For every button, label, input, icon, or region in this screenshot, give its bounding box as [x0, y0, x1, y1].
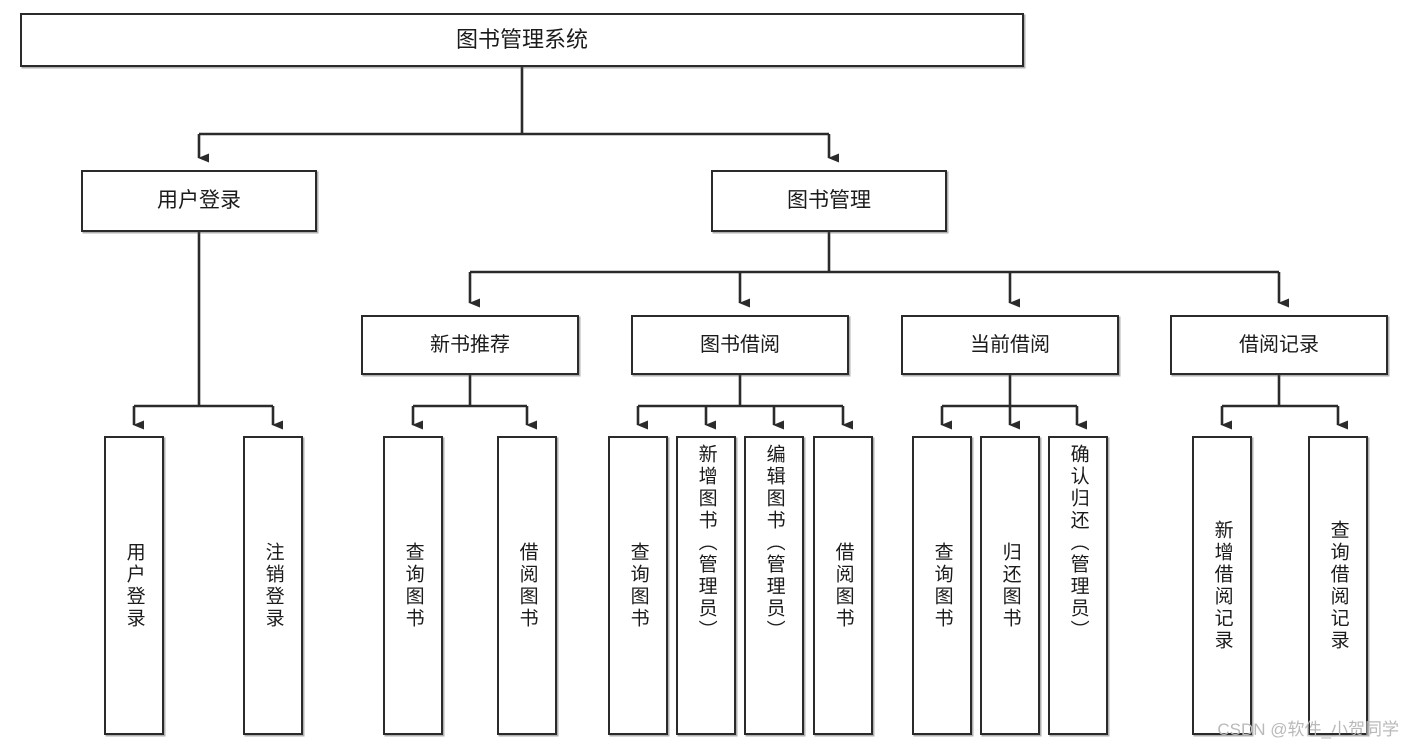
leaf-borrow-query-book-label: 查询图书 [627, 541, 649, 630]
leaf-borrow-edit-book-label: 编辑图书（管理员） [763, 444, 785, 642]
leaf-current-query-book-label: 查询图书 [931, 541, 953, 630]
leaf-recommend-query-book[interactable]: 查询图书 [383, 436, 443, 735]
leaf-recommend-borrow-book[interactable]: 借阅图书 [497, 436, 557, 735]
leaf-record-add-record[interactable]: 新增借阅记录 [1192, 436, 1252, 735]
leaf-borrow-add-book-label: 新增图书（管理员） [695, 444, 717, 642]
leaf-current-query-book[interactable]: 查询图书 [912, 436, 972, 735]
leaf-current-confirm-return-label: 确认归还（管理员） [1067, 444, 1089, 642]
leaf-user-login-signout-label: 注销登录 [262, 541, 284, 630]
leaf-current-return-book-label: 归还图书 [999, 541, 1021, 630]
leaf-borrow-edit-book[interactable]: 编辑图书（管理员） [744, 436, 804, 735]
node-current-borrow-label: 当前借阅 [970, 333, 1050, 356]
node-user-login[interactable]: 用户登录 [81, 170, 317, 232]
leaf-user-login-signin-label: 用户登录 [123, 541, 145, 630]
node-root-label: 图书管理系统 [455, 26, 588, 52]
node-book-borrow-label: 图书借阅 [700, 333, 780, 356]
node-book-management[interactable]: 图书管理 [711, 170, 947, 232]
node-book-management-label: 图书管理 [787, 189, 871, 213]
leaf-current-confirm-return[interactable]: 确认归还（管理员） [1048, 436, 1108, 735]
leaf-borrow-query-book[interactable]: 查询图书 [608, 436, 668, 735]
leaf-recommend-query-book-label: 查询图书 [402, 541, 424, 630]
node-current-borrow[interactable]: 当前借阅 [901, 315, 1119, 375]
node-new-book-recommend-label: 新书推荐 [430, 333, 510, 356]
node-borrow-record[interactable]: 借阅记录 [1170, 315, 1388, 375]
leaf-current-return-book[interactable]: 归还图书 [980, 436, 1040, 735]
node-new-book-recommend[interactable]: 新书推荐 [361, 315, 579, 375]
leaf-record-query-record-label: 查询借阅记录 [1327, 519, 1349, 652]
node-root[interactable]: 图书管理系统 [20, 13, 1024, 67]
leaf-borrow-borrow-book-label: 借阅图书 [832, 541, 854, 630]
leaf-record-query-record[interactable]: 查询借阅记录 [1308, 436, 1368, 735]
leaf-user-login-signout[interactable]: 注销登录 [243, 436, 303, 735]
node-user-login-label: 用户登录 [157, 189, 241, 213]
leaf-user-login-signin[interactable]: 用户登录 [104, 436, 164, 735]
leaf-recommend-borrow-book-label: 借阅图书 [516, 541, 538, 630]
csdn-watermark: CSDN @软件_小贺同学 [1217, 720, 1399, 739]
leaf-borrow-borrow-book[interactable]: 借阅图书 [813, 436, 873, 735]
node-book-borrow[interactable]: 图书借阅 [631, 315, 849, 375]
node-borrow-record-label: 借阅记录 [1239, 333, 1319, 356]
leaf-borrow-add-book[interactable]: 新增图书（管理员） [676, 436, 736, 735]
leaf-record-add-record-label: 新增借阅记录 [1211, 519, 1233, 652]
